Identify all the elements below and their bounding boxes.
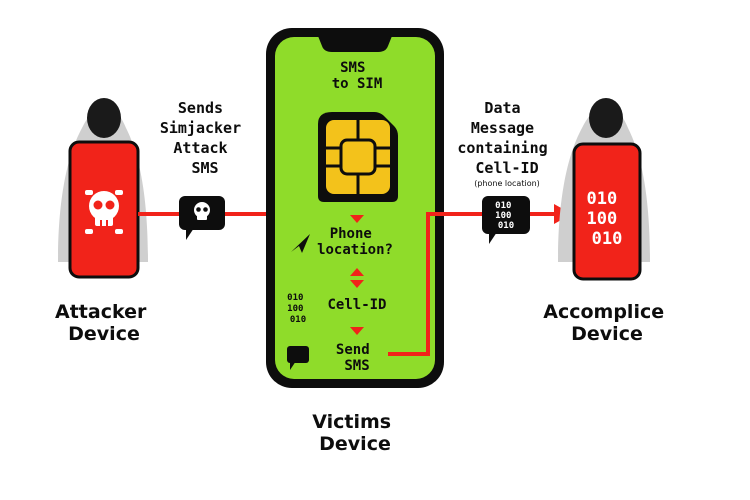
data-bubble-line3: 010 (498, 221, 514, 231)
data-bubble-text: 010 100 010 (495, 201, 517, 231)
data-caption-line2: Message (471, 119, 534, 137)
victim-binary-line3: 010 (290, 315, 306, 325)
skull-icon (85, 190, 123, 234)
accomplice-binary-line2: 100 (587, 209, 618, 229)
send-sms-label: Send SMS (336, 342, 378, 374)
victim-label-line1: Victims (312, 411, 391, 433)
attacker-label-line2: Device (68, 323, 140, 345)
victim-screen (275, 37, 435, 379)
accomplice-binary: 010 100 010 (587, 189, 628, 249)
data-caption-line1: Data (484, 99, 520, 117)
data-sms-bubble (482, 196, 530, 244)
victim-binary-line1: 010 (287, 293, 303, 303)
accomplice-label-line1: Accomplice (543, 301, 664, 323)
victim-phone (266, 28, 444, 388)
accomplice-phone (572, 142, 642, 281)
bubble-skull-icon (194, 202, 210, 220)
accomplice-face-shadow (589, 98, 623, 138)
victim-binary-text: 010 100 010 (287, 293, 309, 325)
cell-id-label: Cell-ID (327, 297, 386, 313)
down-arrow-2 (350, 327, 364, 335)
attacker-face-shadow (87, 98, 121, 138)
victim-label-line2: Device (319, 433, 391, 455)
send-sms-line2: SMS (344, 358, 369, 374)
attacker-figure (58, 98, 148, 279)
send-sms-line1: Send (336, 342, 370, 358)
sms-caption-line4: SMS (191, 159, 218, 177)
double-arrow-icon (350, 268, 364, 288)
sim-card-icon (318, 112, 398, 202)
sms-caption-line1: Sends (178, 99, 223, 117)
accomplice-label: Accomplice Device (543, 301, 670, 345)
data-bubble-line2: 100 (495, 211, 511, 221)
accomplice-binary-line3: 010 (592, 229, 623, 249)
phone-location-line2: location? (317, 242, 393, 258)
sms-caption-line2: Simjacker (160, 119, 241, 137)
accomplice-label-line2: Device (571, 323, 643, 345)
data-caption-line3: containing (457, 139, 547, 157)
victim-binary-line2: 100 (287, 304, 303, 314)
down-arrow-1 (350, 215, 364, 223)
sms-caption-line3: Attack (173, 139, 227, 157)
accomplice-figure (558, 98, 650, 281)
sms-to-sim-line2: to SIM (332, 76, 383, 92)
sms-to-sim-label: SMS to SIM (332, 60, 383, 92)
victim-label: Victims Device (312, 411, 397, 455)
phone-location-line1: Phone (330, 226, 372, 242)
attacker-label-line1: Attacker (55, 301, 147, 323)
data-caption-line4: Cell-ID (475, 159, 538, 177)
phone-location-label: Phone location? (317, 226, 393, 258)
location-arrow-icon (291, 234, 310, 253)
data-caption-note: (phone location) (474, 179, 540, 188)
phone-notch (318, 36, 392, 52)
data-caption: Data Message containing Cell-ID (457, 99, 556, 177)
attack-sms-bubble (179, 196, 225, 240)
accomplice-binary-line1: 010 (587, 189, 618, 209)
attacker-label: Attacker Device (55, 301, 153, 345)
chat-bubble-icon (287, 346, 309, 370)
sms-caption: Sends Simjacker Attack SMS (160, 99, 250, 177)
data-bubble-line1: 010 (495, 201, 511, 211)
sms-to-sim-line1: SMS (340, 60, 365, 76)
